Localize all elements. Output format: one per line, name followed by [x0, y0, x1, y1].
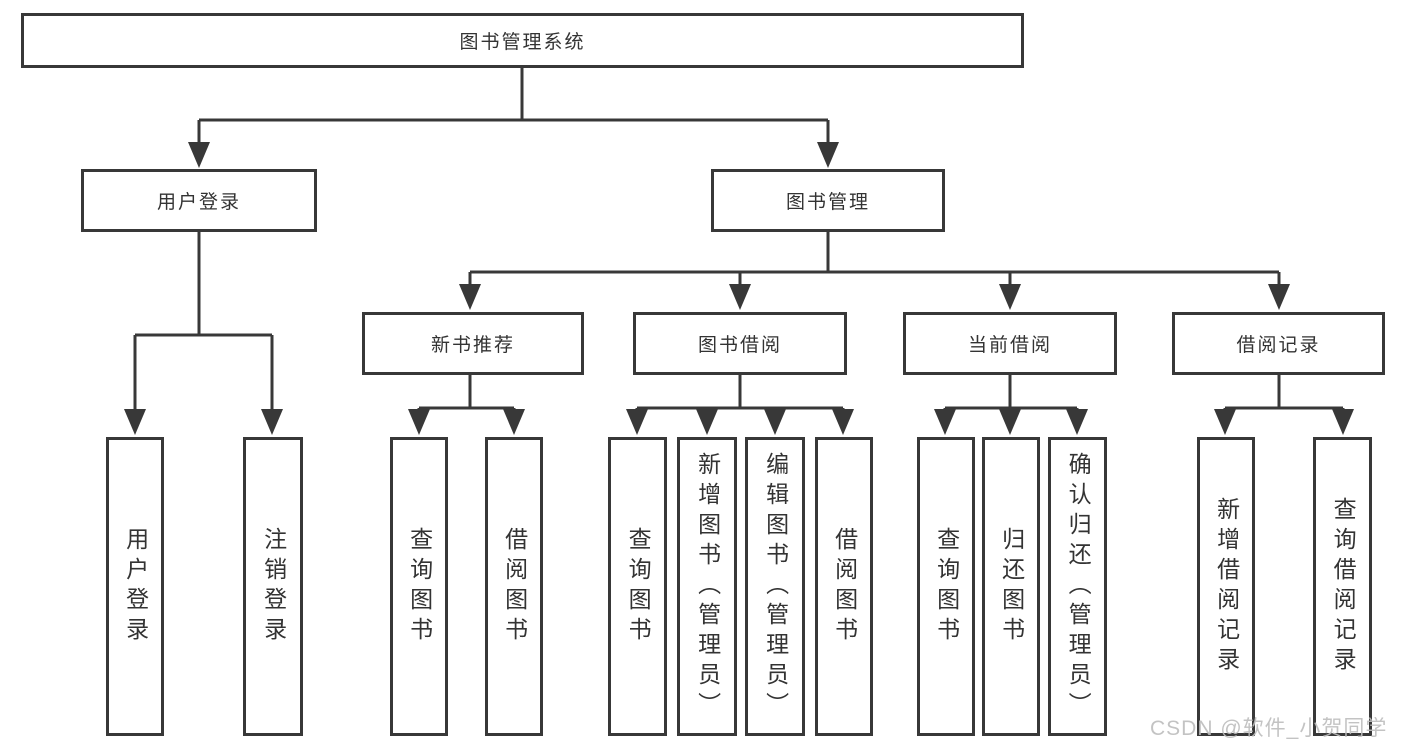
- watermark: CSDN @软件_小贺同学: [1150, 717, 1388, 740]
- connector-new-book-children: [408, 375, 525, 435]
- node-borrow-record: 借阅记录: [1172, 312, 1385, 375]
- connector-book-mgmt-children: [459, 232, 1290, 310]
- node-leaf-user-login: 用户登录: [106, 437, 164, 736]
- node-leaf-confirm-return-admin: 确认归还（管理员）: [1048, 437, 1107, 736]
- node-leaf-query-book-1-label: 查询图书: [406, 526, 433, 647]
- node-library-system: 图书管理系统: [21, 13, 1024, 68]
- node-leaf-confirm-return-admin-label: 确认归还（管理员）: [1065, 451, 1092, 722]
- node-leaf-query-borrow-record-label: 查询借阅记录: [1330, 496, 1357, 677]
- node-new-book-recommend-label: 新书推荐: [430, 335, 515, 356]
- node-leaf-edit-book-admin-label: 编辑图书（管理员）: [762, 451, 789, 722]
- node-current-borrow: 当前借阅: [903, 312, 1117, 375]
- node-leaf-user-login-label: 用户登录: [122, 526, 149, 647]
- node-leaf-query-borrow-record: 查询借阅记录: [1313, 437, 1372, 736]
- node-book-borrow: 图书借阅: [633, 312, 847, 375]
- node-leaf-logout-label: 注销登录: [260, 526, 287, 647]
- node-leaf-edit-book-admin: 编辑图书（管理员）: [745, 437, 805, 736]
- node-user-login: 用户登录: [81, 169, 317, 232]
- node-leaf-add-book-admin-label: 新增图书（管理员）: [694, 451, 721, 722]
- connector-current-borrow-children: [934, 375, 1088, 435]
- node-new-book-recommend: 新书推荐: [362, 312, 584, 375]
- node-leaf-add-book-admin: 新增图书（管理员）: [677, 437, 737, 736]
- node-leaf-return-book: 归还图书: [982, 437, 1040, 736]
- node-current-borrow-label: 当前借阅: [967, 335, 1052, 356]
- node-borrow-record-label: 借阅记录: [1236, 335, 1321, 356]
- node-leaf-borrow-book-1: 借阅图书: [485, 437, 543, 736]
- connector-user-login-children: [124, 232, 283, 435]
- node-leaf-borrow-book-1-label: 借阅图书: [501, 526, 528, 647]
- node-book-management-label: 图书管理: [785, 192, 870, 213]
- node-leaf-query-book-3: 查询图书: [917, 437, 975, 736]
- node-library-system-label: 图书管理系统: [459, 32, 586, 53]
- node-user-login-label: 用户登录: [156, 192, 241, 213]
- node-leaf-borrow-book-2: 借阅图书: [815, 437, 873, 736]
- connector-borrow-children: [626, 375, 854, 435]
- node-leaf-query-book-2: 查询图书: [608, 437, 667, 736]
- node-leaf-logout: 注销登录: [243, 437, 303, 736]
- node-book-management: 图书管理: [711, 169, 945, 232]
- node-book-borrow-label: 图书借阅: [697, 335, 782, 356]
- node-leaf-borrow-book-2-label: 借阅图书: [831, 526, 858, 647]
- node-leaf-query-book-1: 查询图书: [390, 437, 448, 736]
- connector-root-to-level2: [188, 68, 839, 168]
- node-leaf-query-book-2-label: 查询图书: [625, 526, 652, 647]
- node-leaf-add-borrow-record: 新增借阅记录: [1197, 437, 1255, 736]
- node-leaf-add-borrow-record-label: 新增借阅记录: [1213, 496, 1240, 677]
- connector-borrow-record-children: [1214, 375, 1354, 435]
- node-leaf-return-book-label: 归还图书: [998, 526, 1025, 647]
- node-leaf-query-book-3-label: 查询图书: [933, 526, 960, 647]
